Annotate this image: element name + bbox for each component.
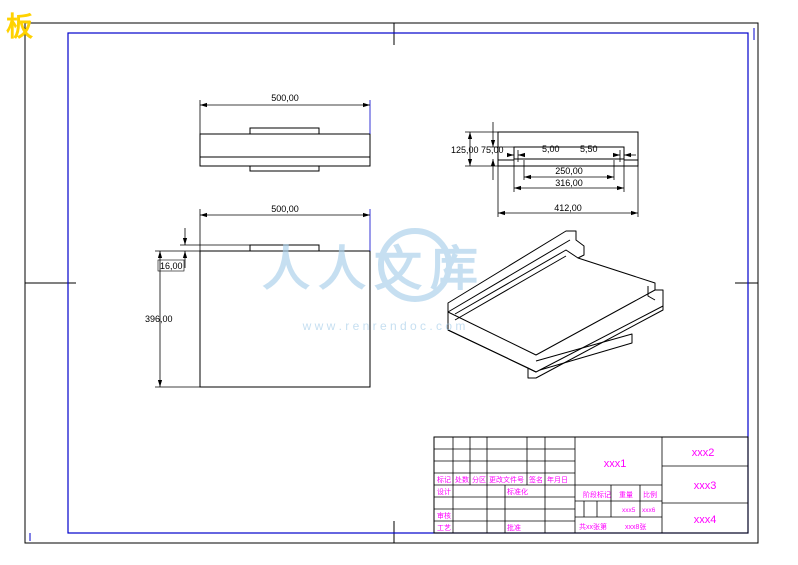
field-2: xxx2 bbox=[692, 447, 715, 459]
title-block bbox=[433, 436, 749, 534]
title-block-labels: 标记 处数 分区 更改文件号 签名 年月日 设计 标准化 审核 工艺 批准 阶段… bbox=[437, 475, 657, 532]
corner-ticks bbox=[29, 28, 755, 541]
weight-label: 重量 bbox=[619, 491, 633, 499]
approve-label: 批准 bbox=[507, 523, 521, 532]
front-view-dimension-width: 500,00 bbox=[199, 204, 371, 251]
watermark-brand: 人人文库 bbox=[262, 243, 486, 296]
scale-label: 比例 bbox=[643, 490, 657, 499]
section-view bbox=[497, 131, 639, 167]
title-block-fields: xxx1 xxx2 xxx3 xxx4 bbox=[604, 447, 717, 526]
dimension-label: 125,00 bbox=[451, 145, 479, 155]
header-label: 处数 bbox=[455, 475, 469, 484]
watermark: 人人文库 w w w . r e n r e n d o c . c o m bbox=[262, 228, 486, 333]
dimension-label: 412,00 bbox=[554, 203, 582, 213]
design-label: 设计 bbox=[437, 487, 451, 496]
front-view-dimension-offset: 16,00 bbox=[157, 228, 250, 272]
scale-value: xxx6 bbox=[642, 507, 656, 514]
dimension-label: 396,00 bbox=[145, 314, 173, 324]
isometric-view bbox=[447, 230, 664, 379]
header-label: 年月日 bbox=[547, 475, 568, 484]
header-label: 分区 bbox=[472, 475, 486, 484]
drawing-frame bbox=[67, 32, 749, 534]
header-label: 更改文件号 bbox=[489, 475, 524, 484]
standardization-label: 标准化 bbox=[507, 487, 528, 496]
dimension-label: 500,00 bbox=[271, 93, 299, 103]
dimension-label: 5,50 bbox=[580, 144, 598, 154]
stage-mark-label: 阶段标记 bbox=[583, 490, 611, 499]
header-label: 签名 bbox=[529, 475, 543, 484]
drawing-name: xxx1 bbox=[604, 458, 627, 470]
front-view-dimension-height: 396,00 bbox=[145, 250, 200, 388]
sheet-count: 共xx张第 bbox=[579, 522, 607, 531]
header-label: 标记 bbox=[437, 475, 451, 484]
watermark-url: w w w . r e n r e n d o c . c o m bbox=[302, 319, 466, 333]
field-4: xxx4 bbox=[694, 514, 717, 526]
watermark-circle bbox=[378, 228, 452, 302]
section-view-dimensions bbox=[465, 122, 639, 217]
front-view bbox=[199, 244, 371, 388]
field-3: xxx3 bbox=[694, 480, 717, 492]
review-label: 审核 bbox=[437, 511, 451, 520]
dimension-label: 500,00 bbox=[271, 204, 299, 214]
top-view bbox=[199, 127, 371, 172]
process-label: 工艺 bbox=[437, 524, 451, 532]
dimension-label: 75,00 bbox=[481, 145, 504, 155]
sheet-total: xxx8张 bbox=[625, 522, 646, 531]
corner-tag: 板 bbox=[6, 12, 33, 43]
top-view-dimension: 500,00 bbox=[199, 93, 371, 134]
dimension-label: 250,00 bbox=[555, 166, 583, 176]
dimension-label: 316,00 bbox=[555, 178, 583, 188]
weight-value: xxx5 bbox=[622, 507, 636, 514]
dimension-label: 16,00 bbox=[160, 261, 183, 271]
dimension-label: 5,00 bbox=[542, 144, 560, 154]
